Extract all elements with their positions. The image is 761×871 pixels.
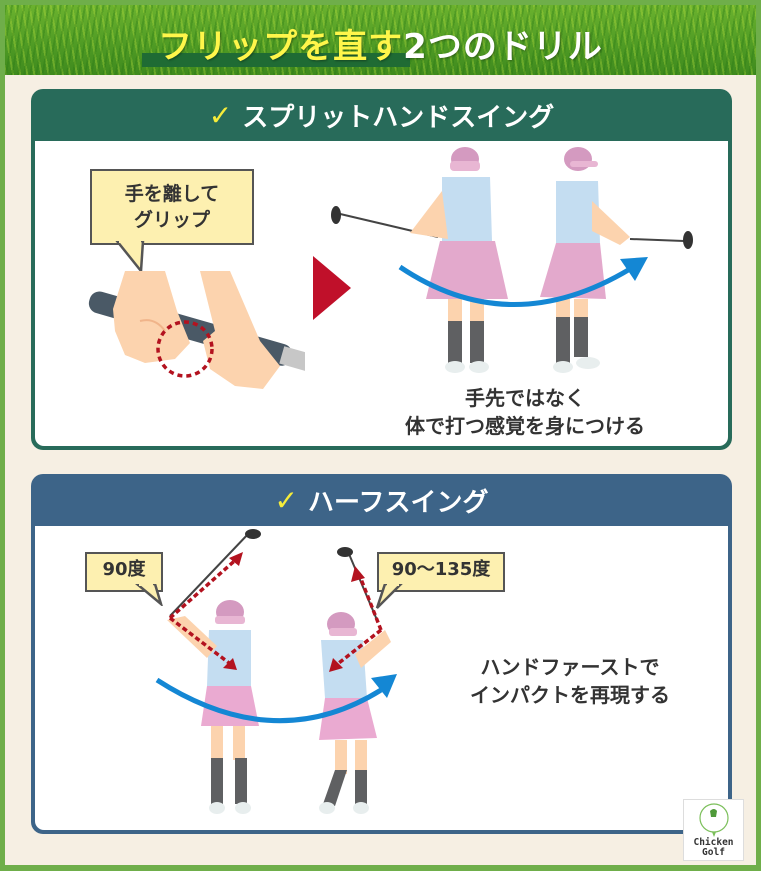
speech-bubble-tail: [115, 241, 145, 273]
speech-bubble-grip: 手を離して グリップ: [90, 169, 254, 245]
next-step-arrow-icon: [313, 256, 351, 320]
drill-card-half-swing: ✓ ハーフスイング 90度 90〜135度: [31, 474, 732, 834]
split-hand-swing-illustration: [331, 147, 693, 373]
bubble-text-line1: 手を離して: [124, 183, 220, 205]
drill-caption: ハンドファーストで インパクトを再現する: [435, 653, 705, 709]
logo-text-line2: Golf: [702, 847, 725, 858]
caption-line2: インパクトを再現する: [470, 683, 670, 707]
bubble-text: 90〜135度: [391, 559, 491, 580]
check-icon: ✓: [208, 98, 233, 132]
chicken-golf-ball-icon: [699, 803, 729, 837]
title-highlight-bar: [142, 53, 410, 67]
speech-bubble-tail: [375, 584, 403, 609]
split-hand-grip-illustration: [88, 271, 305, 389]
bubble-text: 90度: [102, 559, 146, 580]
page-title: フリップを直す2つのドリル: [158, 19, 603, 68]
drill-card-header: ✓ ハーフスイング: [31, 474, 732, 526]
drill-caption: 手先ではなく 体で打つ感覚を身につける: [375, 384, 675, 440]
drill-title: ハーフスイング: [308, 487, 489, 518]
bubble-text-line2: グリップ: [133, 209, 210, 231]
caption-line1: ハンドファーストで: [480, 655, 660, 679]
drill-card-body: 90度 90〜135度: [35, 526, 728, 830]
drill-card-header: ✓ スプリットハンドスイング: [31, 89, 732, 141]
speech-bubble-tail: [135, 584, 163, 606]
caption-line1: 手先ではなく: [465, 386, 585, 410]
title-rest-text: 2つのドリル: [403, 27, 603, 67]
check-icon: ✓: [274, 483, 298, 517]
drill-card-split-hand: ✓ スプリットハンドスイング 手を離して グリップ: [31, 89, 732, 450]
drill-title: スプリットハンドスイング: [242, 102, 555, 133]
half-swing-illustration: [155, 529, 397, 814]
drill-card-body: 手を離して グリップ: [35, 141, 728, 446]
caption-line2: 体で打つ感覚を身につける: [405, 414, 645, 438]
title-highlight-text: フリップを直す: [158, 27, 404, 67]
logo-text-line1: Chicken: [693, 837, 734, 848]
grass-header: フリップを直す2つのドリル: [5, 5, 756, 75]
chicken-golf-logo: Chicken Golf: [683, 799, 744, 861]
